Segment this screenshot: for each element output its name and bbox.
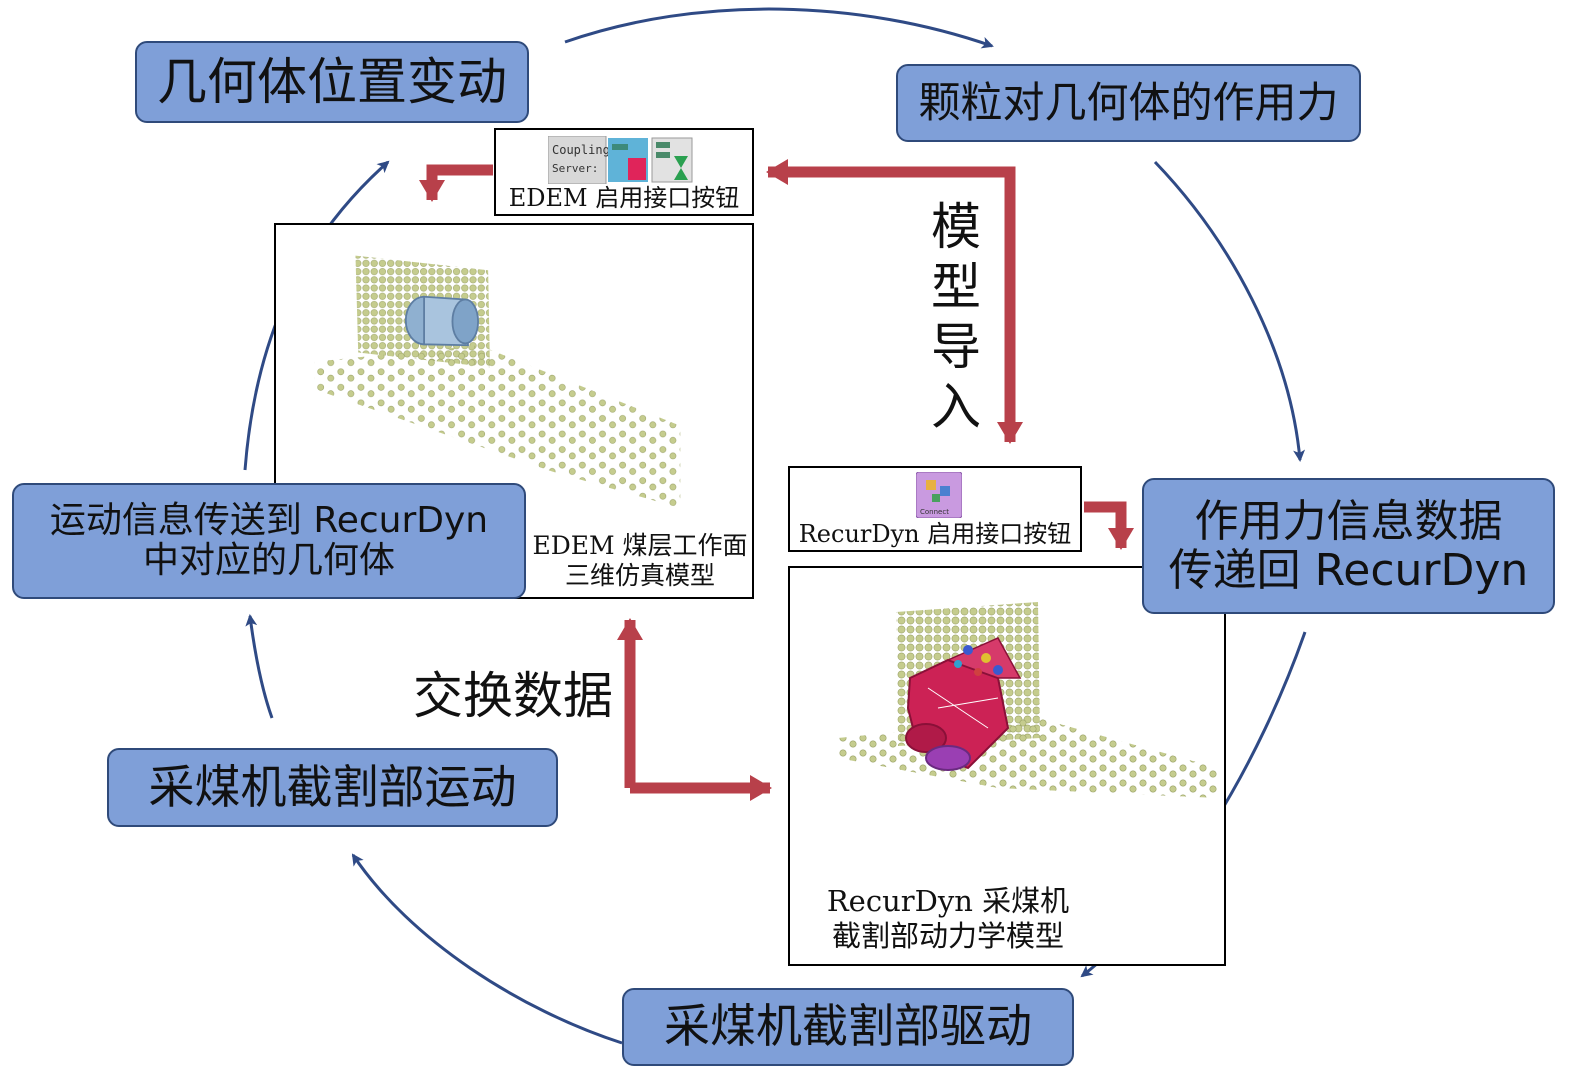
cycle-arrow-bottom xyxy=(351,853,623,1045)
server-text: Server: xyxy=(552,162,598,175)
red-arrow-recurdyn-button-to-model xyxy=(1084,501,1134,550)
recurdyn-button-caption: RecurDyn 启用接口按钮 xyxy=(798,520,1072,548)
edem-model-caption: EDEM 煤层工作面 三维仿真模型 xyxy=(532,531,748,590)
coupling-text: Coupling xyxy=(552,143,610,157)
edem-button-panel: Coupling Server: EDEM 启用接口按钮 xyxy=(494,128,754,216)
connect-text: Connect xyxy=(920,508,949,516)
node-force-data-return: 作用力信息数据 传递回 RecurDyn xyxy=(1142,478,1555,614)
recurdyn-shearer-render xyxy=(838,602,1218,798)
recurdyn-model-caption: RecurDyn 采煤机 截割部动力学模型 xyxy=(826,884,1070,953)
edem-particle-render xyxy=(314,255,681,509)
label-exchange-data: 交换数据 xyxy=(413,667,613,725)
connect-icon: Connect xyxy=(916,472,962,518)
cycle-arrow-left-lower xyxy=(245,614,274,719)
node-geometry-position-change: 几何体位置变动 xyxy=(135,41,529,123)
coupling-server-icon: Coupling Server: xyxy=(548,136,693,184)
recurdyn-button-panel: Connect RecurDyn 启用接口按钮 xyxy=(788,466,1082,552)
cycle-arrow-right-upper xyxy=(1153,160,1306,462)
edem-button-caption: EDEM 启用接口按钮 xyxy=(508,184,740,212)
node-motion-info-transfer: 运动信息传送到 RecurDyn 中对应的几何体 xyxy=(12,483,526,599)
recurdyn-model-panel: RecurDyn 采煤机 截割部动力学模型 xyxy=(788,566,1226,966)
node-particle-force: 颗粒对几何体的作用力 xyxy=(896,64,1361,142)
label-model-import: 模型导入 xyxy=(923,200,981,440)
red-arrow-edem-button-to-model xyxy=(419,164,493,202)
cycle-arrow-top xyxy=(564,7,994,49)
node-shearer-motion: 采煤机截割部运动 xyxy=(107,748,558,827)
node-shearer-drive: 采煤机截割部驱动 xyxy=(622,988,1074,1066)
